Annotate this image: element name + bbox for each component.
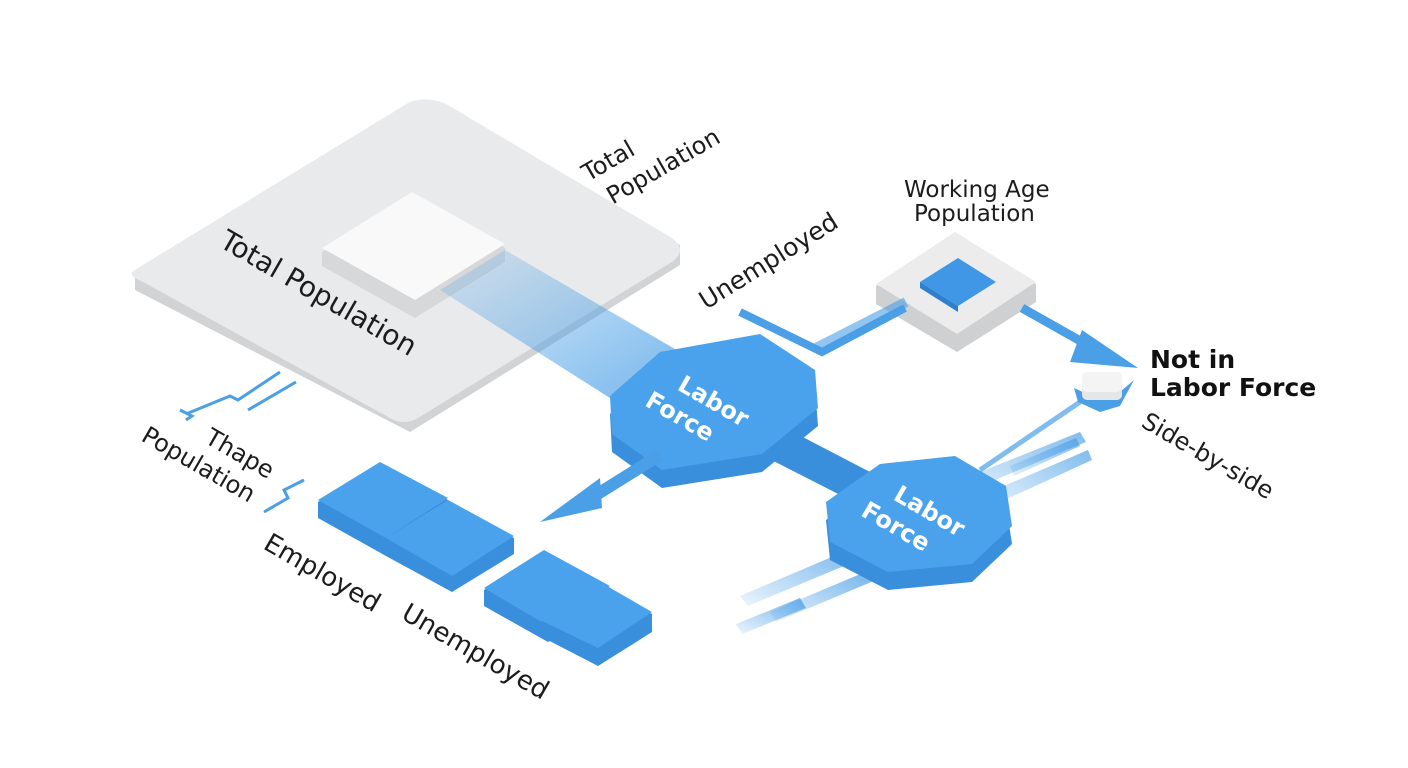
labor-force-node-1 <box>610 334 818 488</box>
unemployed-upper-label: Unemployed <box>694 207 843 315</box>
working-age-line-2: Population <box>914 201 1035 227</box>
working-age-population-label: Working Age Population <box>904 177 1057 227</box>
not-in-labor-force-label: Not in Labor Force <box>1150 345 1316 402</box>
working-age-tile <box>876 232 1036 352</box>
flow-beam <box>440 250 680 398</box>
flow-line-connector <box>813 297 909 353</box>
flow-arrow-icon <box>1019 304 1138 368</box>
platform-tick-lines <box>179 370 305 514</box>
not-in-lf-line-2: Labor Force <box>1150 373 1316 402</box>
employed-blocks <box>318 462 514 592</box>
not-in-labor-force-tile <box>1074 372 1134 412</box>
not-in-lf-line-1: Not in <box>1150 345 1235 374</box>
labor-force-node-2 <box>826 456 1012 590</box>
flow-line-unemployed <box>738 304 907 357</box>
working-age-line-1: Working Age <box>904 177 1050 203</box>
flow-arrow-icon <box>540 449 664 522</box>
thape-population-label: Thape Population <box>137 395 286 514</box>
side-by-side-label: Side-by-side <box>1137 407 1279 505</box>
motion-streaks-right <box>960 432 1092 504</box>
unemployed-blocks <box>484 550 652 666</box>
flow-line-not-in-lf <box>978 399 1082 473</box>
